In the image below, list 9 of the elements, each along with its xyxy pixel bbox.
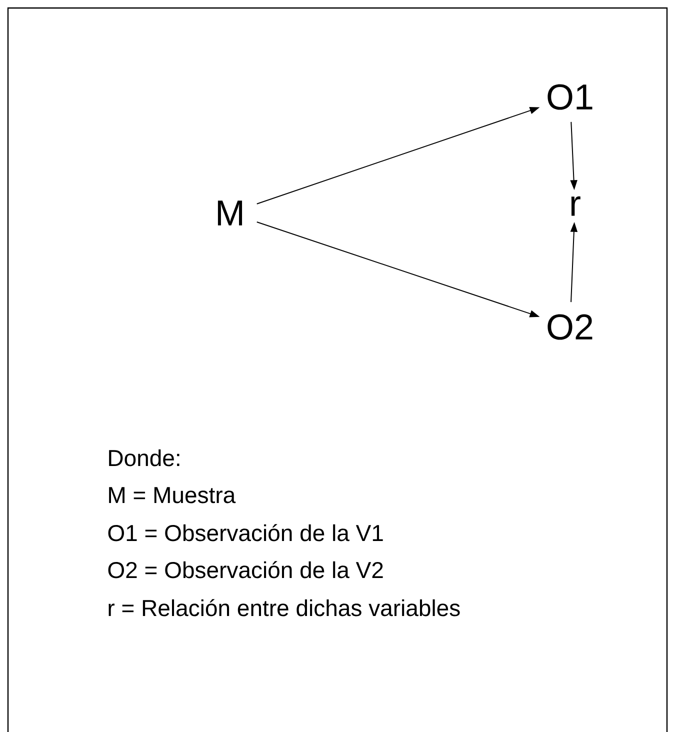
node-label: O1 — [548, 84, 592, 110]
legend-text: Donde: — [109, 449, 180, 466]
node-label: r — [571, 196, 580, 216]
node-label: O2 — [548, 314, 592, 340]
node-label: M — [218, 200, 242, 226]
legend-text: M = Muestra — [109, 487, 236, 504]
legend-text: O1 = Observación de la V1 — [108, 524, 383, 542]
legend-text: r = Relación entre dichas variables — [108, 599, 460, 616]
legend-text: O2 = Observación de la V2 — [108, 561, 383, 578]
